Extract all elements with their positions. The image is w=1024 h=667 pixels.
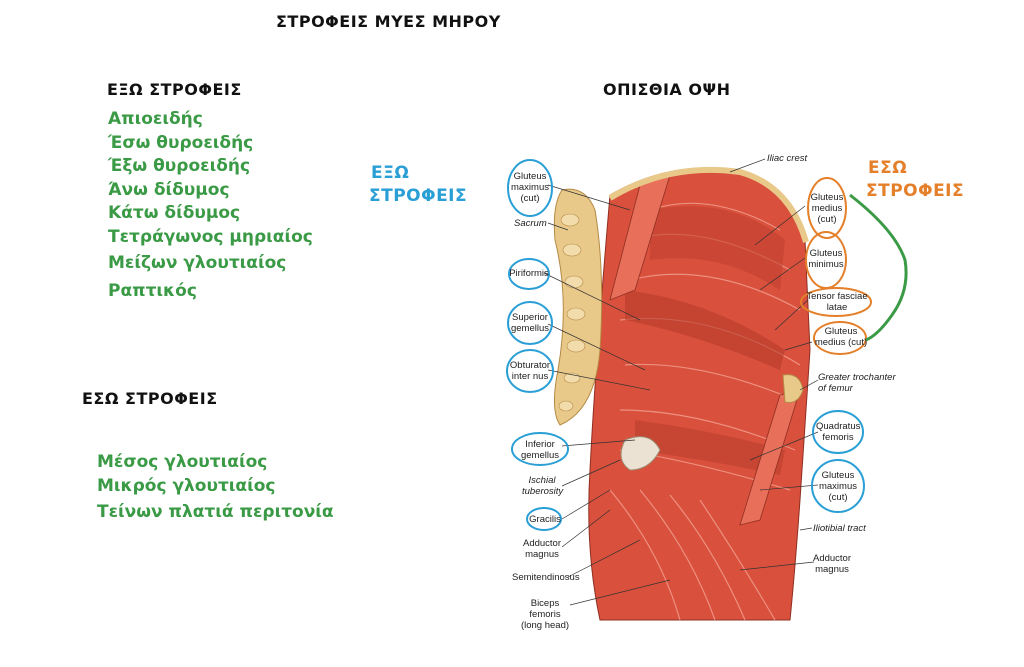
list-item: Άνω δίδυμος [108, 179, 230, 200]
label-iliotibial: Iliotibial tract [813, 523, 866, 534]
label-gracilis: Gracilis [529, 514, 561, 525]
ischial-tuberosity-bone [620, 436, 661, 471]
label-gluteus-medius-top: Gluteus medius (cut) [810, 192, 844, 225]
label-piriformis: Piriformis [509, 268, 549, 279]
label-tensor: Tensor fasciae latae [806, 291, 868, 313]
piriformis-shape [625, 290, 785, 370]
oval-quadratus [812, 410, 864, 454]
orange-label-line1: ΕΣΩ [868, 158, 908, 178]
list-item: Μείζων γλουτιαίος [108, 253, 287, 273]
label-sacrum: Sacrum [514, 218, 547, 229]
group2-heading: ΕΣΩ ΣΤΡΟΦΕΙΣ [82, 389, 218, 408]
list-item: Έσω θυροειδής [108, 132, 254, 153]
gluteus-medius-shape [650, 206, 785, 290]
label-gluteus-max-left: Gluteus maximus (cut) [510, 171, 549, 204]
list-item: Μέσος γλουτιαίος [97, 452, 268, 472]
iliac-crest-rim [608, 166, 809, 243]
label-quadratus: Quadratus femoris [816, 421, 861, 443]
oval-gluteus-max-left [507, 159, 553, 217]
oval-gracilis [526, 507, 562, 531]
oval-tensor [800, 287, 872, 317]
group1-list: Απιοειδής Έσω θυροειδής Έξω θυροειδής Άν… [108, 108, 313, 303]
list-item: Μικρός γλουτιαίος [97, 475, 276, 496]
label-greater-trochanter: Greater trochanter of femur [818, 372, 896, 394]
list-item: Τείνων πλατιά περιτονία [97, 502, 334, 522]
label-inferior-gemellus: Inferior gemellus [520, 439, 560, 461]
list-item: Έξω θυροειδής [108, 156, 251, 176]
oval-gluteus-medius-low [813, 321, 867, 355]
list-item: Ραπτικός [108, 280, 197, 301]
green-connector [849, 193, 908, 342]
oval-superior-gemellus [507, 301, 553, 345]
list-item: Απιοειδής [108, 109, 203, 129]
list-item: Τετράγωνος μηριαίος [108, 226, 313, 247]
oval-gluteus-max-right [811, 459, 865, 513]
label-adductor-left: Adductor magnus [522, 538, 562, 560]
orange-highlight-ovals [800, 177, 872, 355]
blue-label-line1: ΕΞΩ [371, 163, 410, 183]
label-obturator: Obturator inter nus [509, 360, 551, 382]
label-gluteus-medius-low: Gluteus medius (cut) [814, 326, 868, 348]
blue-label-line2: ΣΤΡΟΦΕΙΣ [369, 186, 468, 206]
list-item: Κάτω δίδυμος [108, 203, 241, 223]
oval-inferior-gemellus [511, 432, 569, 466]
label-biceps: Biceps femoris (long head) [520, 598, 570, 631]
label-superior-gemellus: Superior gemellus [510, 312, 550, 334]
label-semitendinosus: Semitendinosus [512, 572, 580, 583]
page-title: ΣΤΡΟΦΕΙΣ ΜΥΕΣ ΜΗΡΟΥ [276, 12, 501, 31]
oval-gluteus-medius-top [807, 177, 847, 239]
view-title: ΟΠΙΣΘΙΑ ΟΨΗ [603, 80, 731, 99]
label-gluteus-minimus: Gluteus minimus [808, 248, 844, 270]
anatomy-diagram: Gluteus maximus (cut) Sacrum Piriformis … [500, 150, 1024, 660]
oval-piriformis [508, 258, 550, 290]
label-ischial: Ischial tuberosity [522, 475, 564, 497]
label-gluteus-max-right: Gluteus maximus (cut) [818, 470, 857, 503]
label-adductor-right: Adductor magnus [812, 553, 852, 575]
orange-label-line2: ΣΤΡΟΦΕΙΣ [866, 181, 965, 201]
label-iliac-crest: Iliac crest [767, 153, 808, 164]
group2-list: Μέσος γλουτιαίος Μικρός γλουτιαίος Τείνω… [97, 451, 334, 525]
blue-highlight-ovals [506, 159, 865, 531]
group1-heading: ΕΞΩ ΣΤΡΟΦΕΙΣ [107, 80, 242, 99]
orange-rotators-label: ΕΣΩ ΣΤΡΟΦΕΙΣ [866, 157, 964, 203]
quadratus-shape [635, 420, 785, 475]
blue-rotators-label: ΕΞΩ ΣΤΡΟΦΕΙΣ [369, 162, 467, 208]
hip-muscles-illustration [506, 158, 908, 621]
oval-obturator [506, 349, 554, 393]
greater-trochanter-bone [782, 374, 804, 403]
